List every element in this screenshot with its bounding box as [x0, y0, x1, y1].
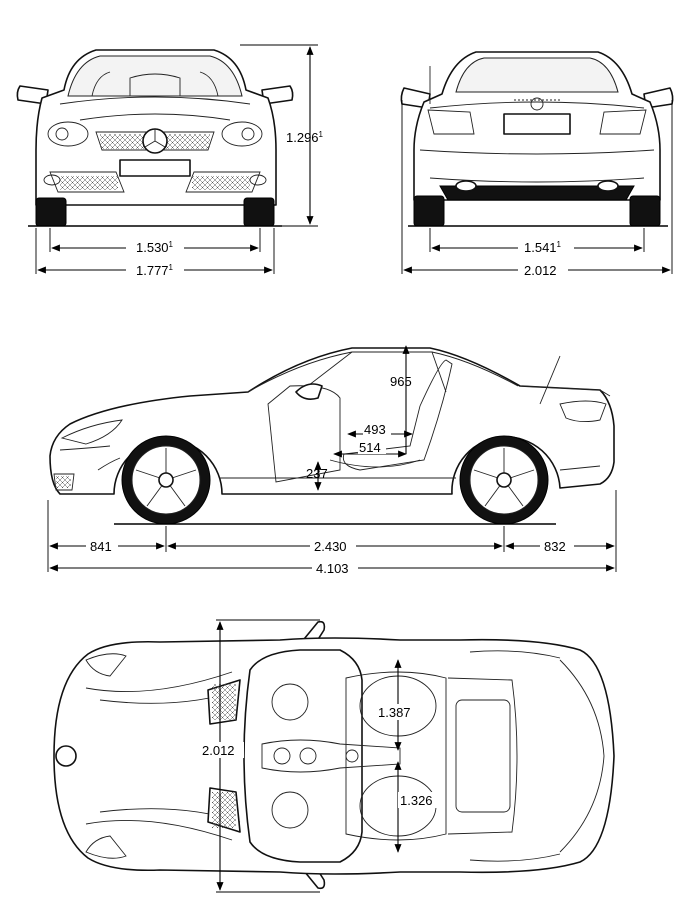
rear-taillights	[427, 109, 647, 135]
rear-track-label: 1.5411	[524, 240, 562, 255]
side-mirror	[295, 383, 323, 400]
top-interior-front-label: 1.387	[378, 705, 411, 720]
rear-right-tyre	[629, 195, 661, 227]
front-width-label: 1.7771	[136, 263, 174, 278]
rear-left-exhaust	[455, 180, 477, 192]
side-legroom-b-label: 514	[359, 440, 381, 455]
side-length-label: 4.103	[316, 561, 349, 576]
front-track-label: 1.5301	[136, 240, 174, 255]
rear-right-exhaust	[597, 180, 619, 192]
side-seat-height-label: 237	[306, 466, 328, 481]
rear-window	[455, 57, 619, 93]
top-interior-rear-label: 1.326	[400, 793, 433, 808]
rear-diffuser	[439, 185, 635, 201]
top-trunk-lid	[455, 699, 511, 813]
rear-left-tyre	[413, 195, 445, 227]
front-view-drawing	[16, 49, 294, 227]
rear-star-emblem-icon	[530, 97, 544, 111]
top-width-label: 2.012	[202, 743, 235, 758]
front-left-tyre	[35, 197, 67, 227]
side-wheelbase-label: 2.430	[314, 539, 347, 554]
side-headlight	[60, 419, 123, 445]
side-rear-overhang-label: 832	[544, 539, 566, 554]
side-headroom-label: 965	[390, 374, 412, 389]
rear-width-label: 2.012	[524, 263, 557, 278]
front-height-label: 1.2961	[286, 130, 324, 145]
side-front-overhang-label: 841	[90, 539, 112, 554]
front-license-plate	[119, 159, 191, 177]
side-view-drawing	[49, 347, 615, 525]
side-taillight	[559, 400, 607, 423]
top-view-drawing	[53, 620, 615, 890]
side-legroom-a-label: 493	[364, 422, 386, 437]
rear-view-drawing	[400, 51, 674, 227]
front-left-mirror	[16, 85, 49, 105]
side-door	[267, 385, 341, 483]
side-seat	[342, 359, 453, 471]
top-windshield	[243, 649, 363, 863]
front-right-mirror	[261, 85, 294, 105]
front-windshield	[67, 55, 243, 97]
top-star-emblem-icon	[55, 745, 77, 767]
front-right-tyre	[243, 197, 275, 227]
front-height-dimension	[240, 44, 318, 227]
rear-license-plate	[503, 113, 571, 135]
